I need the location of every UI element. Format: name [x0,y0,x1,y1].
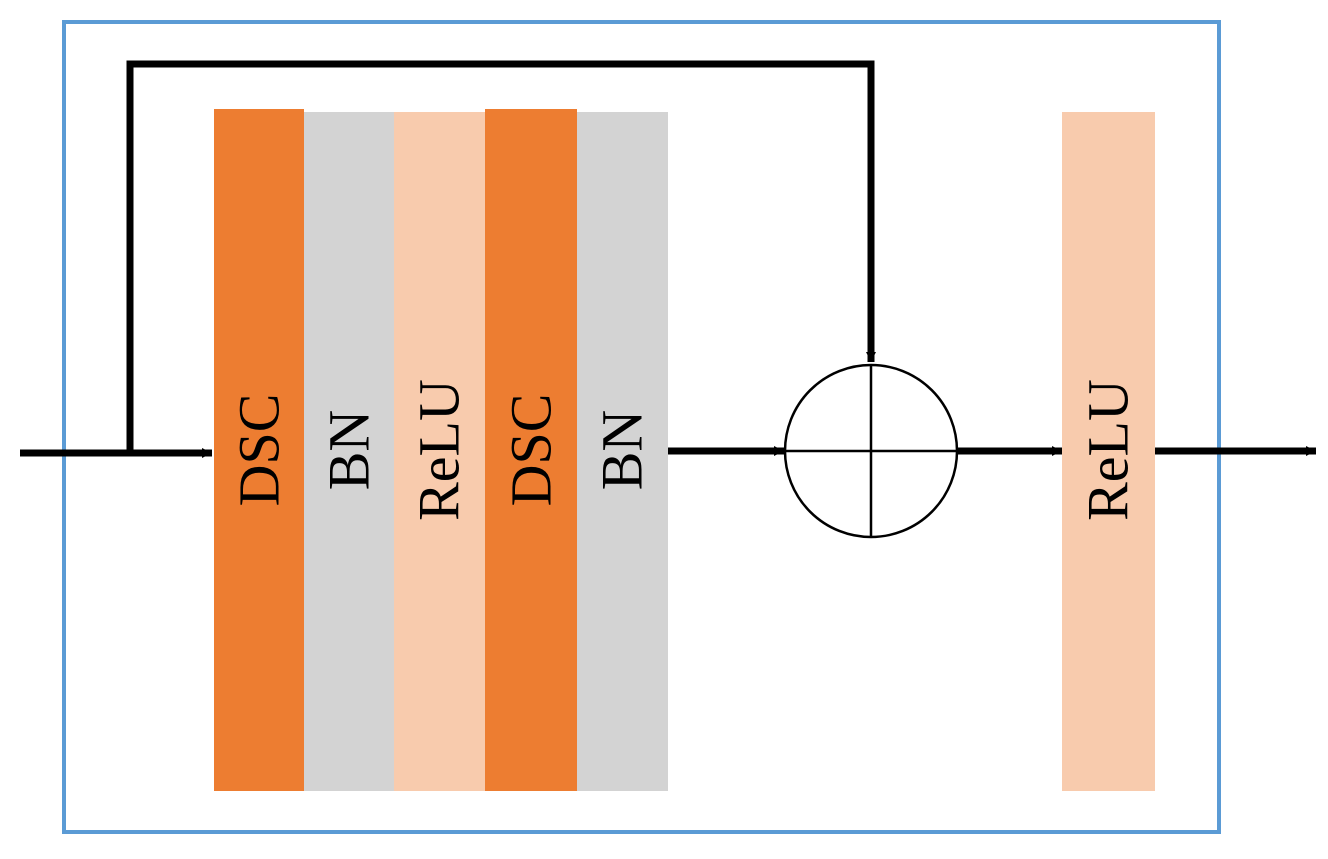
layer-dsc-2-block [485,109,577,791]
layer-bn-1-block [304,112,394,791]
layer-relu-1-label: ReLU [407,379,472,521]
circle-plus-icon [783,363,959,539]
layer-dsc-2-label: DSC [499,394,564,507]
layer-relu-out: ReLU [1062,112,1155,791]
layer-dsc-1-block [214,109,304,791]
layer-dsc-1-label: DSC [227,394,292,507]
layer-relu-out-block [1062,112,1155,791]
skip-connection-line [126,60,876,456]
layer-relu-out-label: ReLU [1076,379,1141,521]
layer-bn-1-label: BN [317,410,382,491]
layer-bn-2-label: BN [590,410,655,491]
layer-dsc-2: DSC [485,109,577,791]
layer-bn-2-block [577,112,668,791]
block-frame [62,20,1221,834]
layer-bn-1: BN [304,112,394,791]
layer-dsc-1: DSC [214,109,304,791]
layer-relu-1-block [394,112,485,791]
layer-relu-1: ReLU [394,112,485,791]
layer-bn-2: BN [577,112,668,791]
